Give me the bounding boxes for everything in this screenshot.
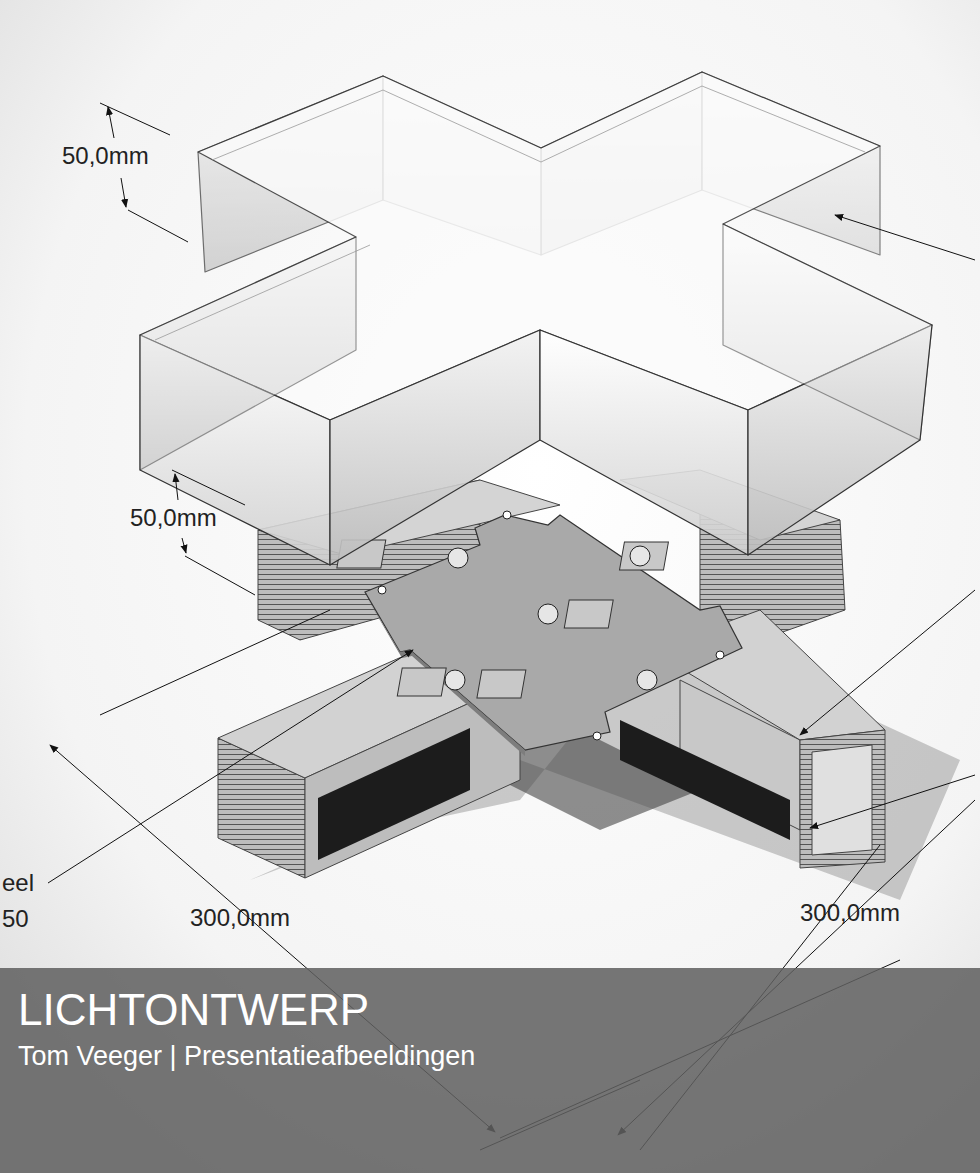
caption: Tom Veeger | Presentatieafbeeldingen: [18, 1042, 475, 1072]
callout-text: eel: [2, 870, 34, 896]
callout-text: 50: [2, 906, 29, 932]
led-plate: [337, 511, 742, 756]
diffuser-cover: [140, 72, 932, 565]
dimension-width: 300,0mm: [800, 900, 900, 926]
title: LICHTONTWERP: [18, 986, 369, 1034]
dimension-height: 50,0mm: [130, 505, 217, 531]
dimension-width: 300,0mm: [190, 905, 290, 931]
dimension-height: 50,0mm: [62, 143, 149, 169]
